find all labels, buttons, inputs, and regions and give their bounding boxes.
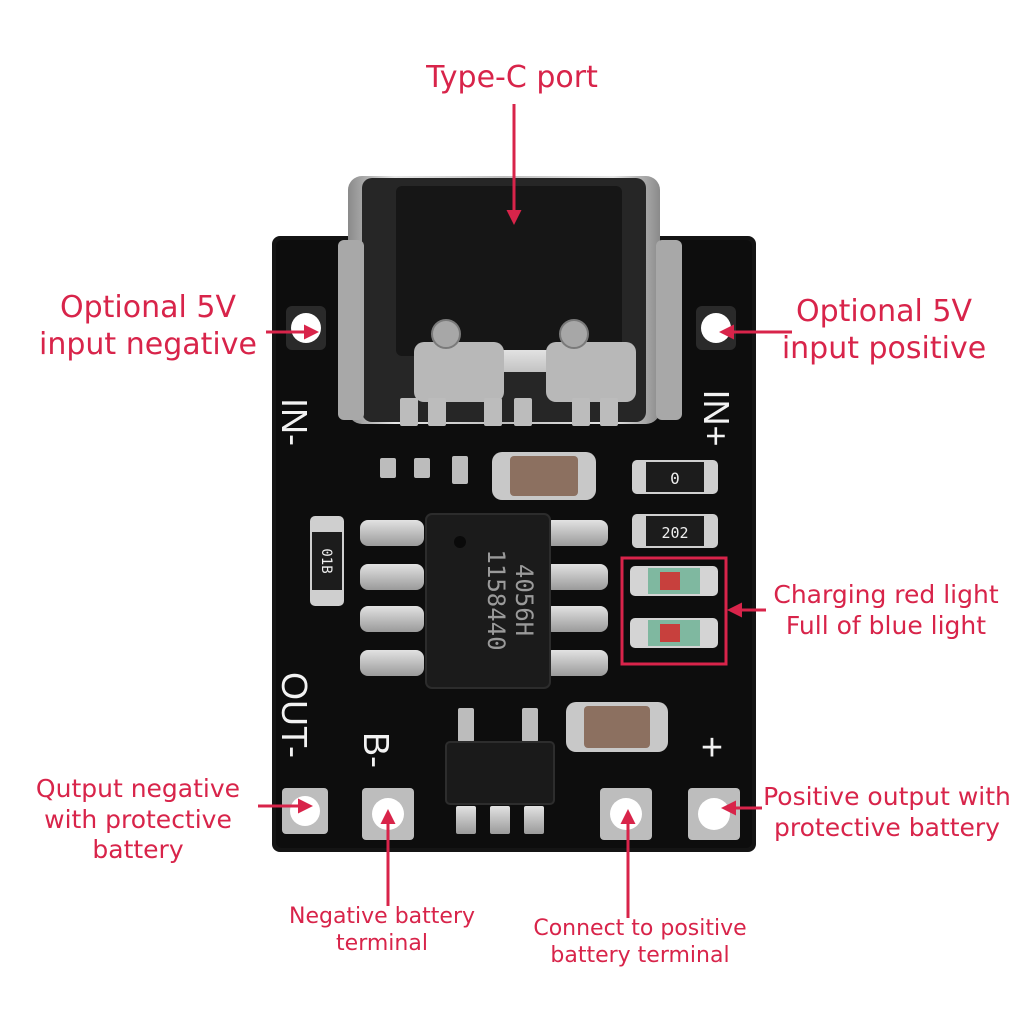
protection-ic xyxy=(445,741,555,834)
in-minus-pad xyxy=(286,306,326,350)
resistor-mid: 202 xyxy=(632,514,718,548)
label-in-positive: Optional 5V input positive xyxy=(781,294,987,366)
label-out-negative: Qutput negative with protective battery xyxy=(35,774,241,864)
svg-text:4056H: 4056H xyxy=(510,564,538,636)
svg-text:202: 202 xyxy=(661,524,688,542)
label-in-negative: Optional 5V input negative xyxy=(39,290,257,362)
b-plus-pad xyxy=(600,788,652,840)
resistor-top: 0 xyxy=(632,460,718,494)
arrows xyxy=(258,104,792,918)
capacitor-bottom xyxy=(566,702,668,752)
label-battery-positive: Connect to positive battery terminal xyxy=(533,916,747,968)
type-c-connector xyxy=(338,176,682,426)
in-plus-pad xyxy=(696,306,736,350)
svg-text:01B: 01B xyxy=(318,548,334,573)
svg-text:1158440: 1158440 xyxy=(482,549,510,650)
capacitor-top xyxy=(492,452,596,500)
led-highlight-box xyxy=(620,556,728,666)
silk-b-minus: B- xyxy=(356,732,397,768)
silk-plus: + xyxy=(701,727,723,769)
silk-in-plus: IN+ xyxy=(696,389,737,446)
led-full xyxy=(630,618,718,648)
label-out-positive: Positive output with protective battery xyxy=(763,782,1011,842)
out-minus-pad xyxy=(282,788,328,834)
resistor-left: 01B xyxy=(310,516,344,606)
label-leds: Charging red light Full of blue light xyxy=(773,580,999,640)
svg-text:0: 0 xyxy=(670,469,680,488)
label-type-c: Type-C port xyxy=(426,60,598,95)
silk-out-minus: OUT- xyxy=(274,672,315,758)
led-charging xyxy=(630,566,718,596)
label-battery-negative: Negative battery terminal xyxy=(288,904,476,956)
out-plus-pad xyxy=(688,788,740,840)
charger-ic: 4056H 1158440 xyxy=(360,513,608,689)
silk-in-minus: IN- xyxy=(274,398,315,446)
